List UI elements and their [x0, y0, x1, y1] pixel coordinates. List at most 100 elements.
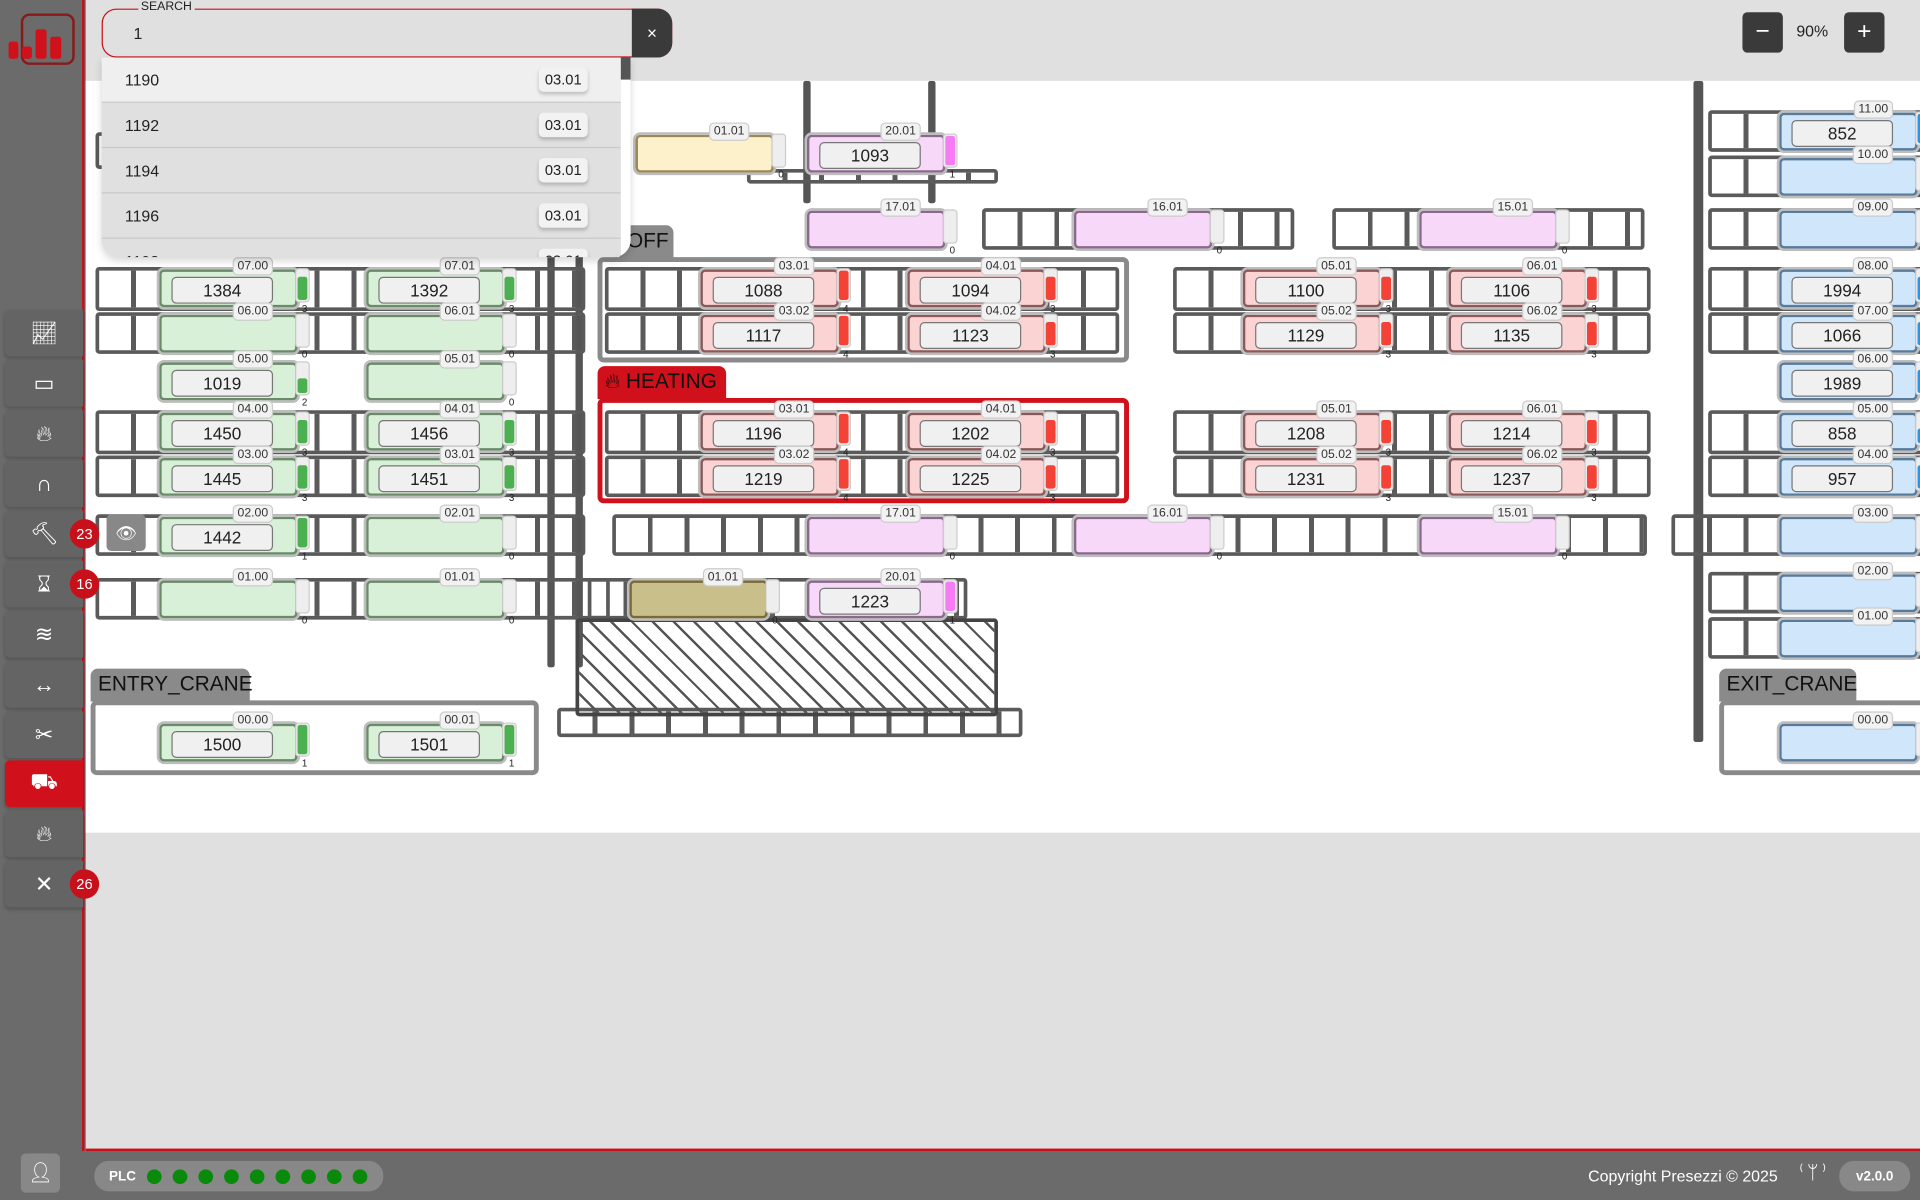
storage-slot[interactable]: 04.009573 — [1776, 445, 1920, 499]
plc-status-dot — [326, 1168, 342, 1184]
search-result-item[interactable]: 119803.01 — [102, 239, 621, 258]
view-button[interactable]: 👁︎ — [106, 514, 146, 552]
storage-slot[interactable]: 05.008582 — [1776, 400, 1920, 454]
storage-slot[interactable]: 03.000 — [1776, 504, 1920, 558]
sidebar-item-magnet[interactable]: ∩ — [4, 460, 84, 507]
fill-level-bar — [1378, 268, 1394, 303]
sidebar-item-scissors[interactable]: ✂ — [4, 711, 84, 758]
slot-position: 05.01 — [439, 350, 481, 369]
clear-search-button[interactable]: × — [631, 8, 673, 58]
storage-slot[interactable]: 00.000 — [1776, 711, 1920, 765]
fill-level-bar — [1209, 515, 1225, 550]
hourglass-icon: ⌛︎ — [37, 571, 52, 596]
scrollbar[interactable] — [620, 57, 631, 258]
slot-count: 4 — [843, 348, 849, 361]
fill-level-bar — [836, 268, 852, 303]
storage-slot[interactable]: 07.0010663 — [1776, 302, 1920, 356]
slot-position: 04.02 — [980, 445, 1022, 465]
sidebar-item-split[interactable]: ↔ — [4, 661, 84, 708]
magnet-icon: ∩ — [36, 470, 53, 496]
result-id: 1194 — [124, 161, 160, 180]
zoom-out-button[interactable]: − — [1742, 12, 1783, 53]
storage-slot[interactable]: 09.000 — [1776, 198, 1920, 252]
version-badge: v2.0.0 — [1839, 1160, 1911, 1192]
user-button[interactable]: 👤︎ — [20, 1153, 61, 1193]
slot-position: 17.01 — [880, 504, 921, 523]
user-icon: 👤︎ — [27, 1163, 53, 1185]
plc-status: PLC — [94, 1160, 384, 1192]
sidebar-item-cart[interactable]: ⛟ — [4, 760, 84, 807]
storage-slot[interactable]: 01.000 — [1776, 607, 1920, 661]
sidebar-item-archive[interactable]: ▭ — [4, 360, 84, 407]
slot-count: 3 — [301, 303, 308, 315]
storage-slot[interactable]: 02.000 — [1776, 562, 1920, 615]
entry-crane-group — [90, 700, 539, 776]
slot-count: 4 — [843, 303, 849, 315]
result-position: 03.01 — [538, 157, 588, 183]
zoom-in-button[interactable]: + — [1844, 12, 1885, 53]
search-input[interactable] — [133, 18, 599, 48]
sidebar-item-flame[interactable]: 🔥︎ — [4, 410, 84, 457]
sidebar-item-wind[interactable]: ≋ — [4, 611, 84, 658]
storage-slot[interactable]: 10.000 — [1776, 145, 1920, 199]
fill-level-bar — [1915, 156, 1920, 192]
group-title: EXIT_CRANE — [1726, 672, 1858, 696]
fill-level-bar — [836, 411, 852, 446]
search-result-item[interactable]: 1194 03.01 — [101, 148, 621, 194]
sidebar-item-chart[interactable]: 📈︎ — [4, 309, 84, 357]
storage-slot[interactable]: 08.0019943 — [1776, 257, 1920, 310]
fill-level-bar — [1584, 313, 1600, 348]
result-id: 1192 — [124, 115, 160, 135]
fill-level-bar — [295, 313, 310, 348]
fill-level-bar — [1555, 515, 1570, 550]
storage-slot[interactable]: 06.0019893 — [1776, 350, 1920, 403]
sidebar-item-flame[interactable]: 🔥︎ — [4, 810, 84, 858]
